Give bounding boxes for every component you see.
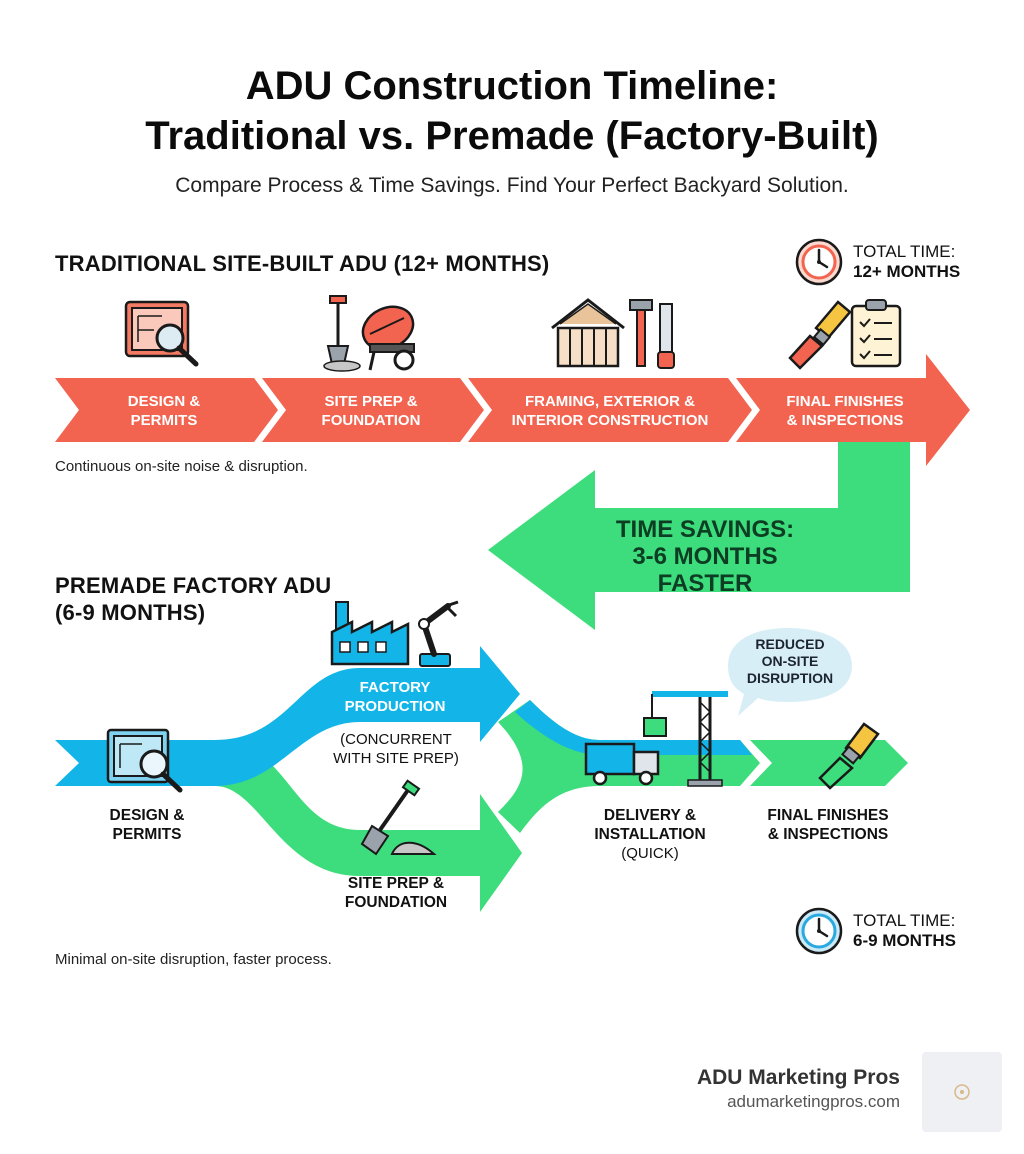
bubble-line1: REDUCED: [755, 636, 825, 652]
factory-production-label: FACTORY PRODUCTION: [320, 678, 470, 716]
factory-sub1: (CONCURRENT: [340, 731, 452, 748]
clock-icon-premade: [795, 907, 843, 955]
traditional-stage-2-line1: SITE PREP &: [324, 393, 418, 410]
premade-heading-line2: (6-9 MONTHS): [55, 600, 206, 625]
logo-icon: [954, 1084, 970, 1100]
traditional-stage-3-line1: FRAMING, EXTERIOR &: [524, 393, 695, 410]
premade-total-value: 6-9 MONTHS: [853, 931, 956, 950]
time-savings-line1: TIME SAVINGS:: [615, 516, 795, 543]
blueprint-magnifier-icon: [124, 300, 199, 367]
factory-line2: PRODUCTION: [344, 698, 446, 715]
reduced-disruption-bubble: [728, 628, 852, 716]
premade-site-prep-line2: FOUNDATION: [344, 894, 448, 911]
premade-design-line1: DESIGN &: [109, 807, 185, 824]
premade-heading-line1: PREMADE FACTORY ADU: [55, 573, 332, 598]
premade-finishes-line2: & INSPECTIONS: [767, 826, 889, 843]
premade-site-prep-label: SITE PREP & FOUNDATION: [316, 874, 476, 912]
brand-logo: [922, 1052, 1002, 1132]
truck-crane-icon: [584, 691, 728, 787]
traditional-stage-4-line2: & INSPECTIONS: [786, 412, 904, 429]
traditional-note: Continuous on-site noise & disruption.: [55, 458, 308, 475]
reduced-disruption-text: REDUCED ON-SITE DISRUPTION: [728, 636, 852, 687]
bubble-line2: ON-SITE: [761, 653, 819, 669]
traditional-total-value: 12+ MONTHS: [853, 262, 961, 281]
premade-heading: PREMADE FACTORY ADU (6-9 MONTHS): [55, 572, 331, 626]
factory-sub2: WITH SITE PREP): [333, 750, 459, 767]
clock-icon: [795, 238, 843, 286]
traditional-stage-3-line2: INTERIOR CONSTRUCTION: [511, 412, 709, 429]
premade-finishes-label: FINAL FINISHES & INSPECTIONS: [750, 806, 906, 844]
page-title: ADU Construction Timeline:: [245, 64, 779, 108]
shovel-cement-mixer-icon: [323, 295, 415, 372]
brand-url: adumarketingpros.com: [727, 1092, 900, 1111]
premade-delivery-label: DELIVERY & INSTALLATION (QUICK): [570, 806, 730, 863]
premade-site-prep-line1: SITE PREP &: [347, 875, 445, 892]
premade-delivery-line2: INSTALLATION: [594, 826, 706, 843]
traditional-stage-2-line2: FOUNDATION: [321, 412, 421, 429]
factory-line1: FACTORY: [359, 679, 431, 696]
traditional-stage-4-label: FINAL FINISHES & INSPECTIONS: [760, 392, 930, 430]
traditional-total-caption: TOTAL TIME:: [853, 242, 956, 261]
page-title-line2: Traditional vs. Premade (Factory-Built): [145, 114, 879, 158]
page-subtitle: Compare Process & Time Savings. Find You…: [175, 174, 849, 197]
time-savings-line2: 3-6 MONTHS: [632, 543, 778, 570]
premade-note: Minimal on-site disruption, faster proce…: [55, 951, 332, 968]
traditional-heading: TRADITIONAL SITE-BUILT ADU (12+ MONTHS): [55, 251, 550, 276]
premade-design-line2: PERMITS: [112, 826, 182, 843]
premade-delivery-sub: (QUICK): [621, 845, 679, 862]
premade-finishes-line1: FINAL FINISHES: [767, 807, 889, 824]
brand-name: ADU Marketing Pros: [696, 1066, 900, 1089]
factory-robot-arm-icon: [330, 600, 459, 667]
paintbrush-checklist-icon: [788, 299, 902, 370]
time-savings-label: TIME SAVINGS: 3-6 MONTHS FASTER: [580, 516, 830, 597]
blueprint-magnifier-icon-premade: [106, 728, 183, 793]
traditional-stage-3-label: FRAMING, EXTERIOR & INTERIOR CONSTRUCTIO…: [490, 392, 730, 430]
premade-delivery-line1: DELIVERY &: [603, 807, 697, 824]
traditional-stage-2-label: SITE PREP & FOUNDATION: [286, 392, 456, 430]
premade-design-label: DESIGN & PERMITS: [80, 806, 214, 844]
shovel-icon: [360, 779, 437, 856]
premade-total-caption: TOTAL TIME:: [853, 911, 956, 930]
traditional-stage-1-line2: PERMITS: [130, 412, 198, 429]
bubble-line3: DISRUPTION: [746, 670, 834, 686]
traditional-stage-1-label: DESIGN & PERMITS: [79, 392, 249, 430]
traditional-stage-4-line1: FINAL FINISHES: [786, 393, 904, 410]
paintbrush-icon: [818, 722, 880, 790]
factory-concurrent-note: (CONCURRENT WITH SITE PREP): [314, 730, 478, 768]
time-savings-line3: FASTER: [657, 570, 753, 597]
traditional-stage-1-line1: DESIGN &: [127, 393, 201, 410]
house-frame-tools-icon: [551, 298, 675, 369]
